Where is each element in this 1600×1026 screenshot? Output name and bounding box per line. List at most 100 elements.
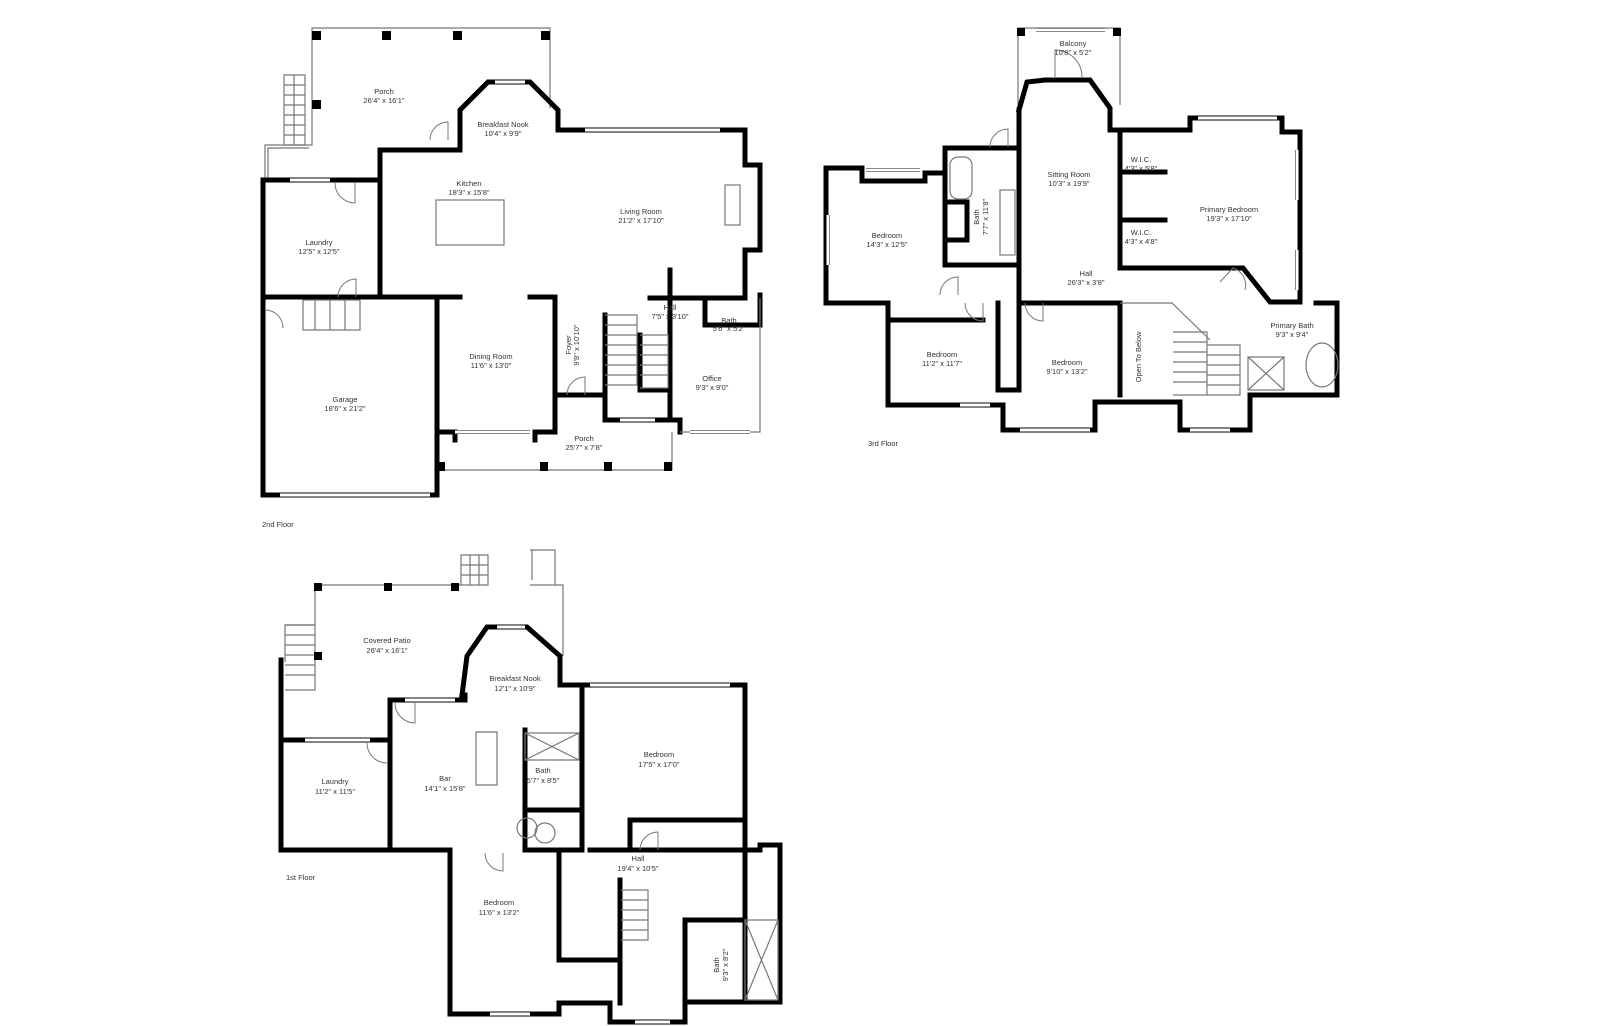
room-dimensions: 10'3" x 19'9" <box>1048 179 1089 188</box>
patio-rail <box>284 549 564 662</box>
bar-counter <box>475 731 498 786</box>
room-dimensions: 12'5" x 12'5" <box>298 247 339 256</box>
door-icon <box>429 121 449 141</box>
kitchen-island <box>435 199 505 246</box>
wall <box>260 177 440 498</box>
room-label: Dining Room <box>469 352 512 361</box>
room-dimensions: 9'3" x 8'2" <box>721 948 730 981</box>
room-label: Bedroom <box>484 898 514 907</box>
floor-label: 1st Floor <box>286 873 316 882</box>
room-label: Hall <box>632 854 645 863</box>
shower-icon <box>1247 356 1285 391</box>
room-dimensions: 26'4" x 16'1" <box>363 96 404 105</box>
room-label: Open To Below <box>1134 331 1143 382</box>
room-label: Hall <box>1080 269 1093 278</box>
room-label: Living Room <box>620 207 662 216</box>
room-dimensions: 10'4" x 9'9" <box>485 129 522 138</box>
door-icon <box>939 276 959 296</box>
room-dimensions: 9'10" x 13'2" <box>1046 367 1087 376</box>
fireplace-icon <box>724 184 741 226</box>
room-dimensions: 19'4" x 10'5" <box>617 864 658 873</box>
room-dimensions: 4'3" x 4'8" <box>1125 237 1158 246</box>
plan-element <box>382 31 391 40</box>
room-dimensions: 5'6" x 5'2" <box>713 324 746 333</box>
room-label: Laundry <box>305 238 332 247</box>
room-label: Covered Patio <box>363 636 411 645</box>
room-label: Breakfast Nook <box>477 120 529 129</box>
door-icon <box>1219 267 1247 291</box>
plan-element <box>437 462 445 471</box>
door-icon <box>334 182 356 204</box>
window <box>827 29 1298 431</box>
room-label: Laundry <box>321 777 348 786</box>
room-label: Primary Bedroom <box>1200 205 1258 214</box>
room-dimensions: 4'3" x 5'8" <box>1125 164 1158 173</box>
room-label: Primary Bath <box>1270 321 1313 330</box>
room-label: Porch <box>374 87 394 96</box>
room-label: W.I.C. <box>1131 228 1151 237</box>
plan-element <box>451 583 459 591</box>
plan-element <box>453 31 462 40</box>
bathtub-icon <box>1305 342 1339 388</box>
room-dimensions: 9'3" x 9'4" <box>1276 330 1309 339</box>
room-label: Garage <box>332 395 357 404</box>
shower-icon <box>524 732 580 761</box>
room-dimensions: 14'3" x 12'5" <box>866 240 907 249</box>
room-dimensions: 5'7" x 8'5" <box>527 776 560 785</box>
plan-element <box>314 652 322 660</box>
door-icon <box>484 852 504 872</box>
door-icon <box>566 376 586 396</box>
wall <box>434 267 763 473</box>
vanity-icon <box>999 189 1016 256</box>
floor-label: 3rd Floor <box>868 439 899 448</box>
room-dimensions: 9'8" x 10'10" <box>572 324 581 365</box>
plan-element <box>541 31 550 40</box>
plan-element <box>312 31 321 40</box>
door-icon <box>964 302 984 322</box>
room-label: Bedroom <box>1052 358 1082 367</box>
stairs-icon <box>621 889 649 941</box>
floor-label: 2nd Floor <box>262 520 294 529</box>
room-label: Office <box>702 374 721 383</box>
room-label: Bath <box>712 957 721 972</box>
room-dimensions: 11'2" x 11'7" <box>922 359 962 368</box>
room-label: Bedroom <box>644 750 674 759</box>
room-label: Bedroom <box>927 350 957 359</box>
railing <box>1120 302 1211 341</box>
door-icon <box>989 128 1009 148</box>
room-dimensions: 19'3" x 17'10" <box>1206 214 1252 223</box>
room-dimensions: 14'1" x 15'8" <box>424 784 465 793</box>
room-dimensions: 21'2" x 17'10" <box>618 216 664 225</box>
wall <box>260 79 763 301</box>
plan-element <box>1113 28 1121 36</box>
door-icon <box>394 702 416 724</box>
stairs-icon <box>460 554 489 586</box>
door-icon <box>264 309 284 329</box>
bathtub-icon <box>949 156 973 200</box>
door-icon <box>366 742 388 764</box>
room-label: Bath <box>721 316 736 325</box>
room-dimensions: 18'3" x 15'8" <box>448 188 489 197</box>
room-label: Hall <box>664 303 677 312</box>
porch-stairs <box>283 74 306 146</box>
room-dimensions: 12'1" x 10'9" <box>494 684 535 693</box>
room-dimensions: 11'6" x 13'2" <box>479 908 520 917</box>
room-dimensions: 17'5" x 17'0" <box>638 760 679 769</box>
door-icon <box>639 831 659 851</box>
room-dimensions: 7'7" x 11'8" <box>981 198 990 235</box>
room-label: Bath <box>972 209 981 224</box>
door-icon <box>1024 302 1044 322</box>
window <box>280 81 750 496</box>
wall <box>1015 77 1303 305</box>
plan-element <box>604 462 612 471</box>
room-label: Porch <box>574 434 594 443</box>
room-label: W.I.C. <box>1131 155 1151 164</box>
room-label: Breakfast Nook <box>489 674 541 683</box>
room-label: Bedroom <box>872 231 902 240</box>
room-label: Bath <box>535 766 550 775</box>
plan-element <box>540 462 548 471</box>
wall <box>942 145 1123 398</box>
